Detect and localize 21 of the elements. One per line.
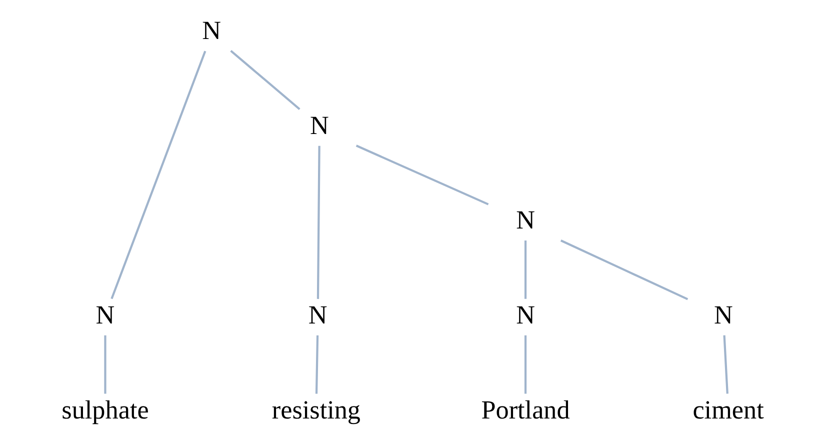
node-text: Portland [481, 395, 570, 424]
node-text: N [202, 16, 221, 46]
node-text: N [308, 300, 328, 330]
node-text: N [516, 206, 535, 235]
node-text: N [714, 300, 733, 330]
connector [104, 335, 106, 394]
connector [560, 240, 688, 300]
connector [110, 50, 206, 300]
connector [230, 50, 300, 110]
connector [723, 335, 728, 394]
connector [316, 146, 320, 299]
node-text: N [96, 300, 115, 330]
node-text: ciment [692, 395, 764, 424]
node-text: N [310, 110, 329, 140]
node-text: N [516, 300, 535, 330]
connector [524, 240, 527, 299]
node-text: sulphate [62, 395, 149, 424]
connector [356, 144, 489, 206]
node-text: resisting [272, 395, 361, 424]
connector [524, 335, 527, 394]
connector [315, 335, 319, 394]
